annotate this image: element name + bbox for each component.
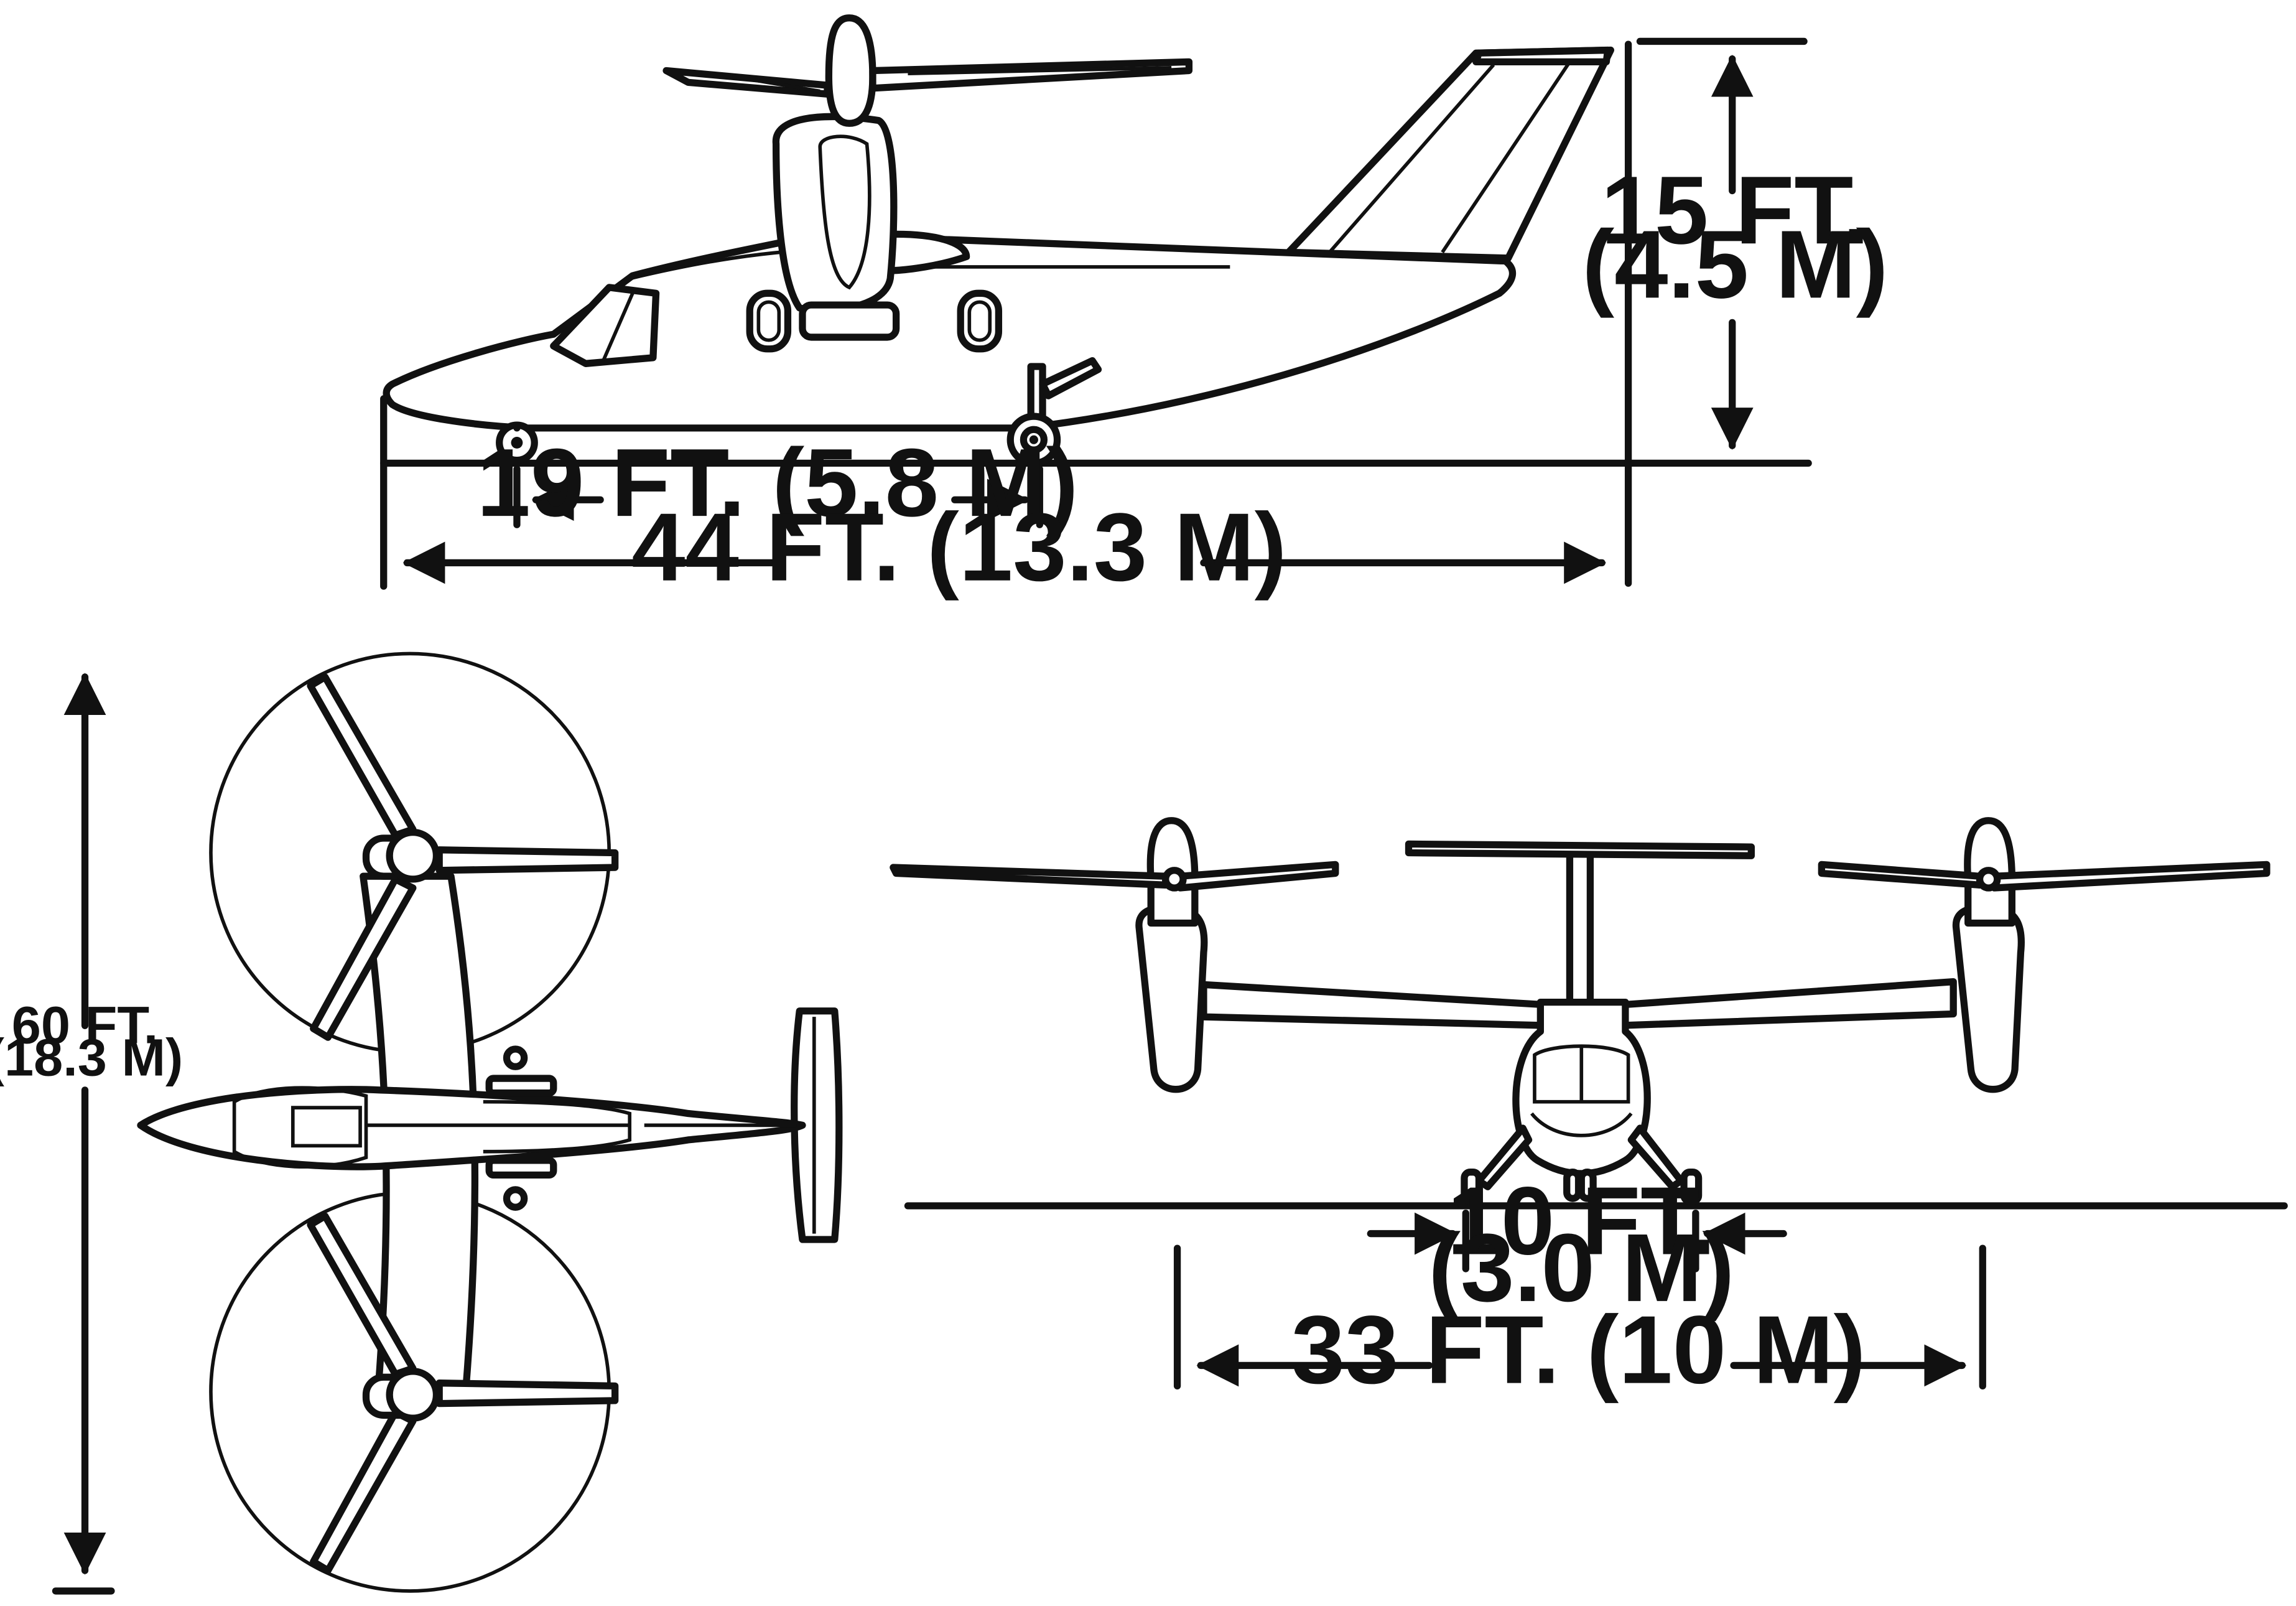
track-label-m: (3.0 M): [1428, 1213, 1734, 1322]
upper-rotor-hub: [307, 673, 619, 1041]
lower-blade-right: [435, 1380, 619, 1408]
front-view: 10 FT. (3.0 M) 33 FT. (10 M): [890, 817, 2288, 1404]
upper-blade-right: [435, 846, 619, 874]
front-left-blade-right: [1176, 861, 1339, 892]
height-label-ft: 15 FT.: [1601, 156, 1870, 264]
sponsons: [485, 1045, 557, 1211]
width-label: 33 FT. (10 M): [1291, 1296, 1866, 1404]
rotor-blade-left: [662, 67, 831, 98]
tailplane: [791, 1007, 843, 1243]
upper-blade-top: [307, 673, 417, 839]
cockpit-window: [550, 284, 660, 367]
upper-blade-bottom: [310, 875, 417, 1041]
span-label-m: (18.3 M): [0, 1027, 183, 1086]
front-right-blade-right: [1991, 861, 2270, 892]
length-label: 44 FT. (13.3 M): [631, 493, 1286, 601]
lower-blade-bottom: [310, 1409, 417, 1574]
wing-front-left: [1200, 981, 1556, 1029]
side-view: 19 FT. (5.8 M) 44 FT. (13.3 M) 15 FT. (4…: [380, 14, 1888, 601]
top-view: 60 FT. (18.3 M): [0, 651, 843, 1595]
height-label-m: (4.5 M): [1582, 210, 1888, 318]
track-label-ft: 10 FT.: [1447, 1167, 1716, 1275]
front-nacelle-right: [1818, 817, 2270, 1093]
wing-front-right: [1613, 978, 1957, 1029]
front-left-blade-left: [890, 864, 1169, 889]
vertical-tail: [1285, 46, 1614, 262]
lower-rotor-hub: [307, 1212, 619, 1574]
spinner-side: [825, 14, 876, 127]
nacelle-side: [772, 113, 898, 314]
wheelbase-label: 19 FT. (5.8 M): [476, 428, 1078, 536]
span-label-ft: 60 FT.: [12, 996, 158, 1055]
side-windows: [746, 289, 1003, 353]
front-right-blade-left: [1818, 861, 1984, 889]
front-nacelle-left: [890, 817, 1339, 1093]
center-mast: [1566, 846, 1594, 1006]
nose-gear: [496, 421, 538, 464]
front-landing-gear: [1461, 1124, 1703, 1205]
center-rotor-blade: [1405, 840, 1755, 859]
main-gear: [1006, 357, 1102, 467]
